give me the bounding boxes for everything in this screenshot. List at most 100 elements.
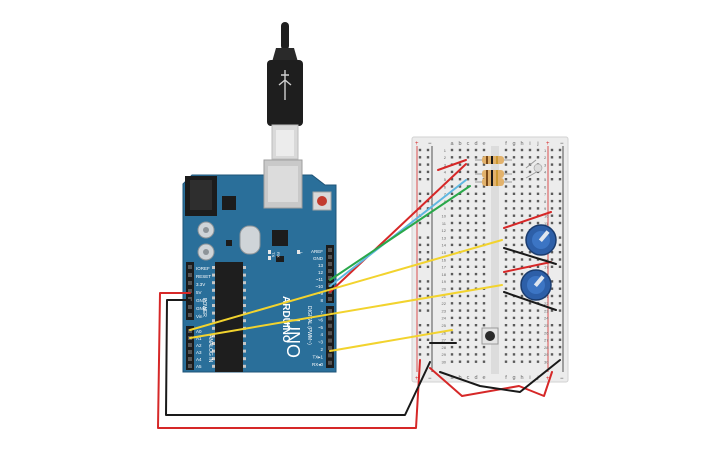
rail-minus-top-left: − [428, 141, 432, 147]
wire-green-pin9 [329, 185, 471, 281]
rail-minus-top-right: − [560, 141, 564, 147]
wire-black-gnd-loop [165, 299, 431, 416]
digital-pin-label-bottom-5: 2 [320, 347, 323, 352]
col-letter-top-g: g [512, 141, 515, 147]
row-number-left-28: 28 [442, 345, 447, 350]
potentiometer-2[interactable] [520, 269, 552, 301]
rail-plus-top-right: + [546, 141, 550, 147]
row-number-right-2: 2 [544, 155, 547, 160]
rail-minus-bottom-left: − [428, 376, 432, 382]
row-number-left-23: 23 [442, 308, 447, 313]
digital-pin-label-top-1: GND [313, 256, 324, 261]
digital-pin-label-top-2: 13 [318, 263, 324, 268]
resistor-1 [475, 156, 512, 164]
row-number-right-11: 11 [544, 221, 549, 226]
resistor-3 [475, 178, 512, 186]
row-number-right-1: 1 [544, 148, 547, 153]
row-number-right-29: 29 [544, 352, 549, 357]
col-letter-top-i: i [529, 141, 530, 147]
power-header-label: POWER [201, 298, 207, 317]
digital-pin-label-bottom-0: 7 [320, 310, 323, 315]
row-number-right-9: 9 [544, 206, 547, 211]
row-number-left-12: 12 [442, 228, 447, 233]
digital-header-bottom [326, 306, 334, 368]
row-number-left-10: 10 [442, 214, 447, 219]
row-number-left-29: 29 [442, 352, 447, 357]
row-number-left-17: 17 [442, 265, 447, 270]
row-number-right-25: 25 [544, 323, 549, 328]
digital-pin-label-top-0: AREF [311, 249, 323, 254]
row-number-left-9: 9 [444, 206, 447, 211]
row-number-right-24: 24 [544, 316, 549, 321]
digital-header-label: DIGITAL (PWM~) [306, 306, 312, 345]
rx-mark: RX [276, 252, 281, 258]
rail-plus-top-left: + [415, 141, 419, 147]
row-number-left-20: 20 [442, 287, 447, 292]
col-letter-bottom-i: i [529, 375, 530, 381]
crystal [239, 225, 261, 255]
row-number-left-18: 18 [442, 272, 447, 277]
digital-pin-label-bottom-3: 4 [320, 332, 323, 337]
row-number-left-24: 24 [442, 316, 447, 321]
col-letter-bottom-d: d [474, 375, 477, 381]
row-number-right-7: 7 [544, 192, 547, 197]
row-number-right-26: 26 [544, 330, 549, 335]
row-number-left-3: 3 [444, 162, 447, 167]
rail-plus-bottom-left: + [415, 376, 419, 382]
digital-pin-label-top-4: ~11 [316, 277, 324, 282]
rail-plus-bottom-right: + [546, 376, 550, 382]
arduino-model-text: UNO [283, 318, 303, 358]
digital-pin-label-bottom-1: ~6 [318, 317, 324, 322]
col-letter-bottom-c: c [467, 375, 470, 381]
power-pin-label-6: Vin [196, 314, 203, 319]
potentiometer-1[interactable] [525, 224, 557, 256]
wire-yellow-a0 [189, 239, 503, 331]
resistor-2 [475, 170, 512, 178]
atmega-chip [215, 262, 243, 372]
digital-header-top [326, 245, 334, 303]
usb-cable [267, 22, 303, 160]
pushbutton[interactable] [481, 327, 499, 345]
col-letter-bottom-f: f [505, 375, 507, 381]
analog-pin-label-4: A4 [196, 357, 202, 362]
digital-pin-label-top-5: ~10 [315, 284, 323, 289]
col-letter-bottom-g: g [512, 375, 515, 381]
wire-red-pot2 [503, 261, 552, 273]
row-number-right-30: 30 [544, 360, 549, 365]
row-number-left-6: 6 [444, 184, 447, 189]
l-mark: L [299, 252, 304, 255]
wire-red-5v-loop [157, 292, 421, 429]
digital-pin-label-bottom-2: ~5 [318, 325, 324, 330]
wire-red-pin11 [329, 163, 467, 293]
power-pin-label-5: GND [196, 306, 207, 311]
wire-red-pot1 [503, 211, 552, 229]
row-number-left-7: 7 [444, 192, 447, 197]
wire-blue-pin10 [329, 179, 467, 287]
col-letter-bottom-h: h [520, 375, 523, 381]
col-letter-top-e: e [482, 141, 485, 147]
led [525, 159, 543, 179]
row-number-right-27: 27 [544, 338, 549, 343]
col-letter-bottom-a: a [450, 375, 454, 381]
wire-yellow-pin2 [329, 329, 453, 352]
wire-red-bottom-rail [429, 367, 553, 397]
col-letter-top-c: c [467, 141, 470, 147]
wire-yellow-a1 [189, 284, 503, 339]
row-number-left-22: 22 [442, 301, 447, 306]
row-number-left-25: 25 [442, 323, 447, 328]
row-number-left-2: 2 [444, 155, 447, 160]
row-number-right-16: 16 [544, 257, 549, 262]
row-number-right-23: 23 [544, 308, 549, 313]
power-pin-label-1: RESET [196, 274, 211, 279]
row-number-right-5: 5 [544, 177, 547, 182]
row-number-left-27: 27 [442, 338, 447, 343]
wire-red-rail-top [437, 159, 467, 171]
digital-pin-label-top-3: 12 [318, 270, 324, 275]
row-number-left-5: 5 [444, 177, 447, 182]
row-number-left-14: 14 [442, 243, 447, 248]
analog-pin-label-5: A5 [196, 364, 202, 369]
row-number-left-8: 8 [444, 199, 447, 204]
digital-pin-label-bottom-4: ~3 [318, 340, 324, 345]
col-letter-top-a: a [450, 141, 454, 147]
power-pin-label-2: 3.3V [196, 282, 205, 287]
